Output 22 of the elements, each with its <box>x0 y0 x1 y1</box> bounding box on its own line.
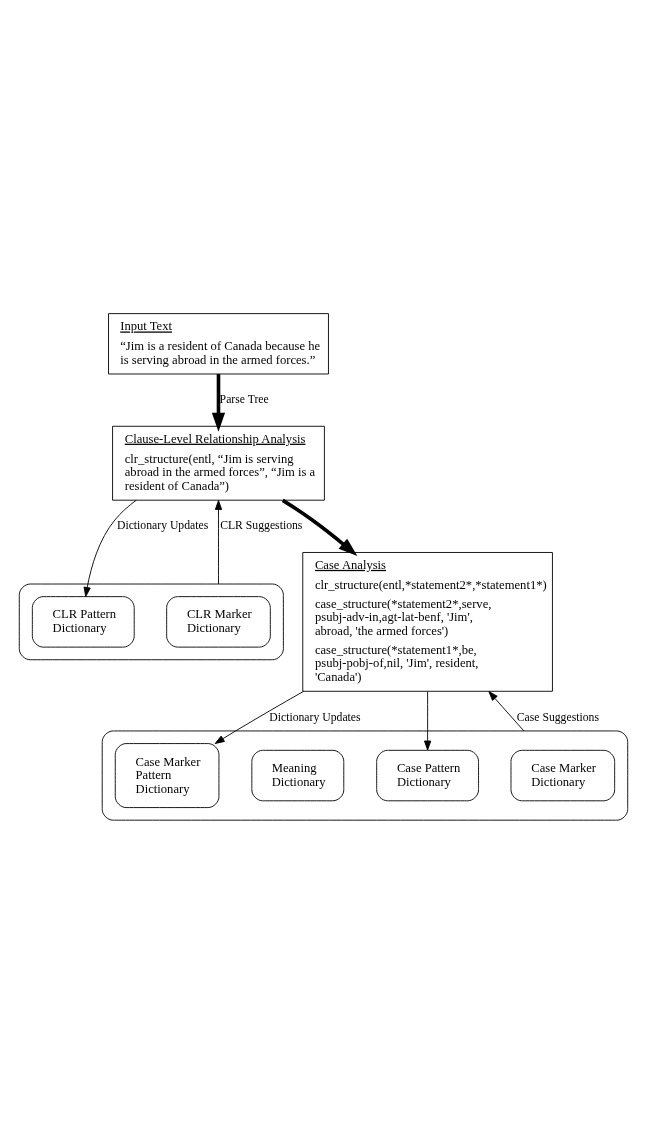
arrow <box>214 500 223 585</box>
arrow <box>281 498 358 556</box>
cluster <box>101 730 629 821</box>
arrow <box>488 691 525 732</box>
node-box: CLR Marker Dictionary <box>166 596 271 648</box>
node-box: Case Pattern Dictionary <box>376 749 479 802</box>
edge-label: Parse Tree <box>219 393 269 407</box>
node-box: Case Marker Dictionary <box>510 749 616 802</box>
arrow <box>83 499 137 597</box>
arrow <box>214 690 305 744</box>
arrow <box>424 691 432 751</box>
node-box: Clause-Level Relationship Analysis clr_structure(entl, “Jim is serving abroad in the armed forces”, “Jim is a resident of Canada”) <box>112 425 325 501</box>
edge-label: Dictionary Updates <box>116 519 209 533</box>
node-box: Meaning Dictionary <box>251 749 345 802</box>
node-box: Case Analysis clr_structure(entl,*statement2*,*statement1*) case_structure(*statement2*,serve, psubj-adv-in,agt-lat-benf, 'Jim', abroad, 'the armed forces') case_structure(*statement1*,be, psubj-pobj-of,nil, 'Jim', resident, 'Canada') <box>302 552 553 692</box>
edge-label: Dictionary Updates <box>269 710 361 724</box>
node-box: Case Marker Pattern Dictionary <box>114 743 220 808</box>
node-box: CLR Pattern Dictionary <box>31 596 135 648</box>
node-box: Input Text “Jim is a resident of Canada because he is serving abroad in the armed forces.” <box>108 313 329 375</box>
arrow <box>211 374 226 432</box>
edge-label: CLR Suggestions <box>220 519 303 533</box>
edge-label: Case Suggestions <box>516 710 599 724</box>
